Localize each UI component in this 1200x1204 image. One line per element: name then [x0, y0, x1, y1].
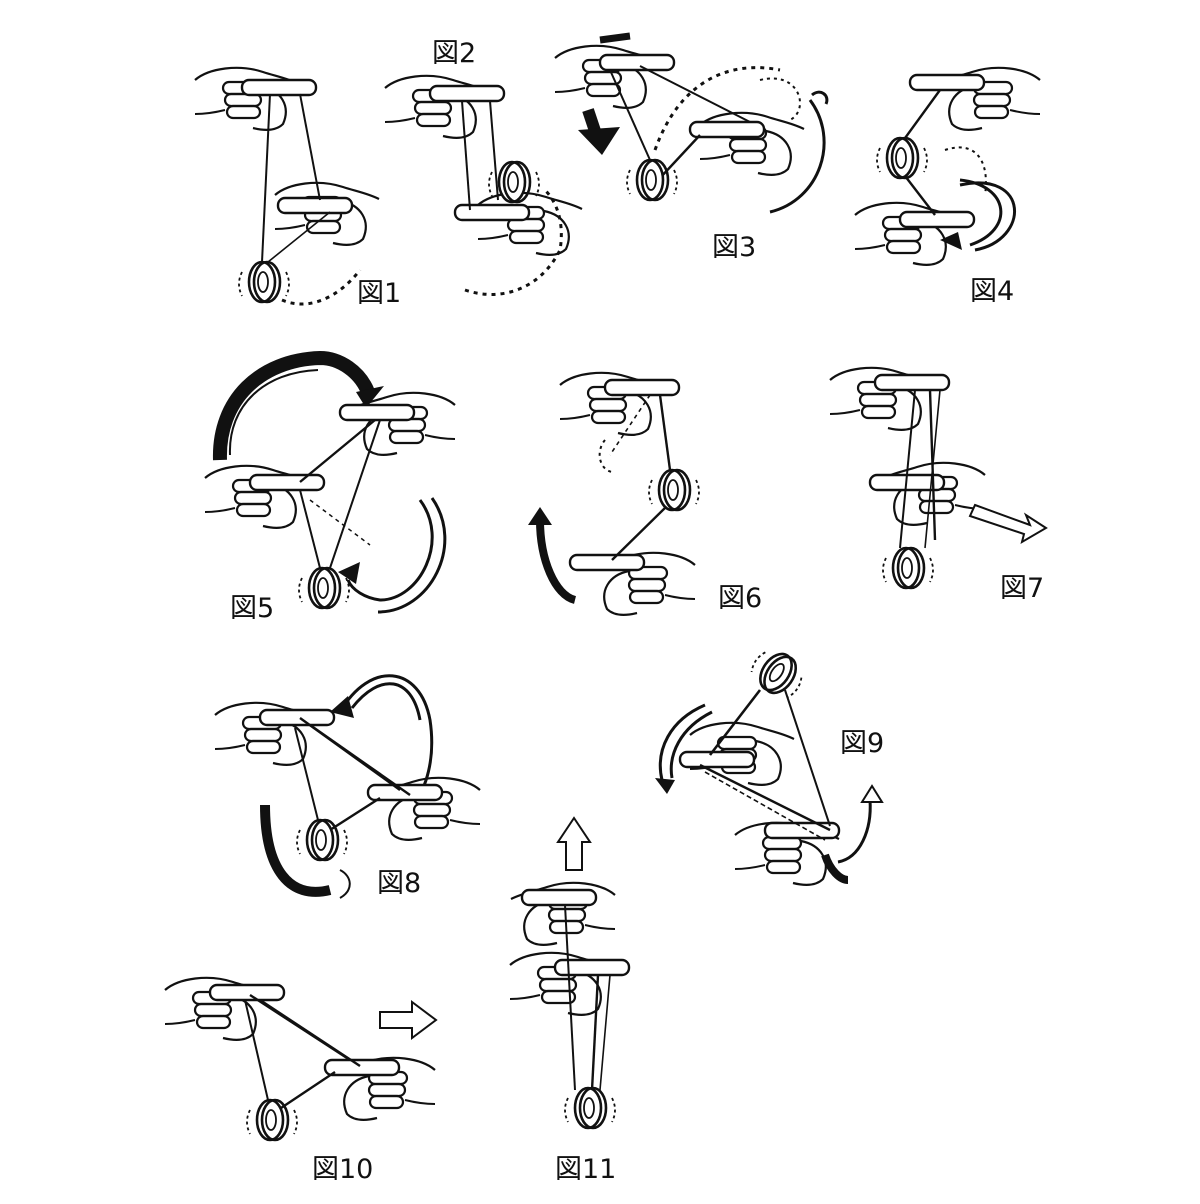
figure-label-5: 図5: [230, 593, 275, 624]
figure-label-10: 図10: [312, 1154, 374, 1185]
figure-6: [528, 371, 701, 616]
figure-label-7: 図7: [1000, 573, 1045, 604]
figure-2: [383, 74, 584, 296]
figure-7: [828, 366, 1048, 590]
figure-8: [213, 674, 482, 899]
figure-5: [203, 350, 457, 614]
figure-4: [853, 66, 1042, 266]
figure-label-4: 図4: [970, 276, 1015, 307]
figure-label-3: 図3: [712, 232, 757, 263]
figure-10: [163, 976, 438, 1142]
figure-11: [508, 816, 631, 1130]
figure-label-11: 図11: [555, 1154, 617, 1185]
figure-label-2: 図2: [432, 38, 477, 69]
figure-label-1: 図1: [357, 278, 402, 309]
figure-label-6: 図6: [718, 583, 763, 614]
figure-3: [553, 32, 829, 214]
figure-1: [193, 66, 381, 306]
figure-label-8: 図8: [377, 868, 422, 899]
figure-label-9: 図9: [840, 728, 885, 759]
figure-9: [655, 641, 884, 886]
